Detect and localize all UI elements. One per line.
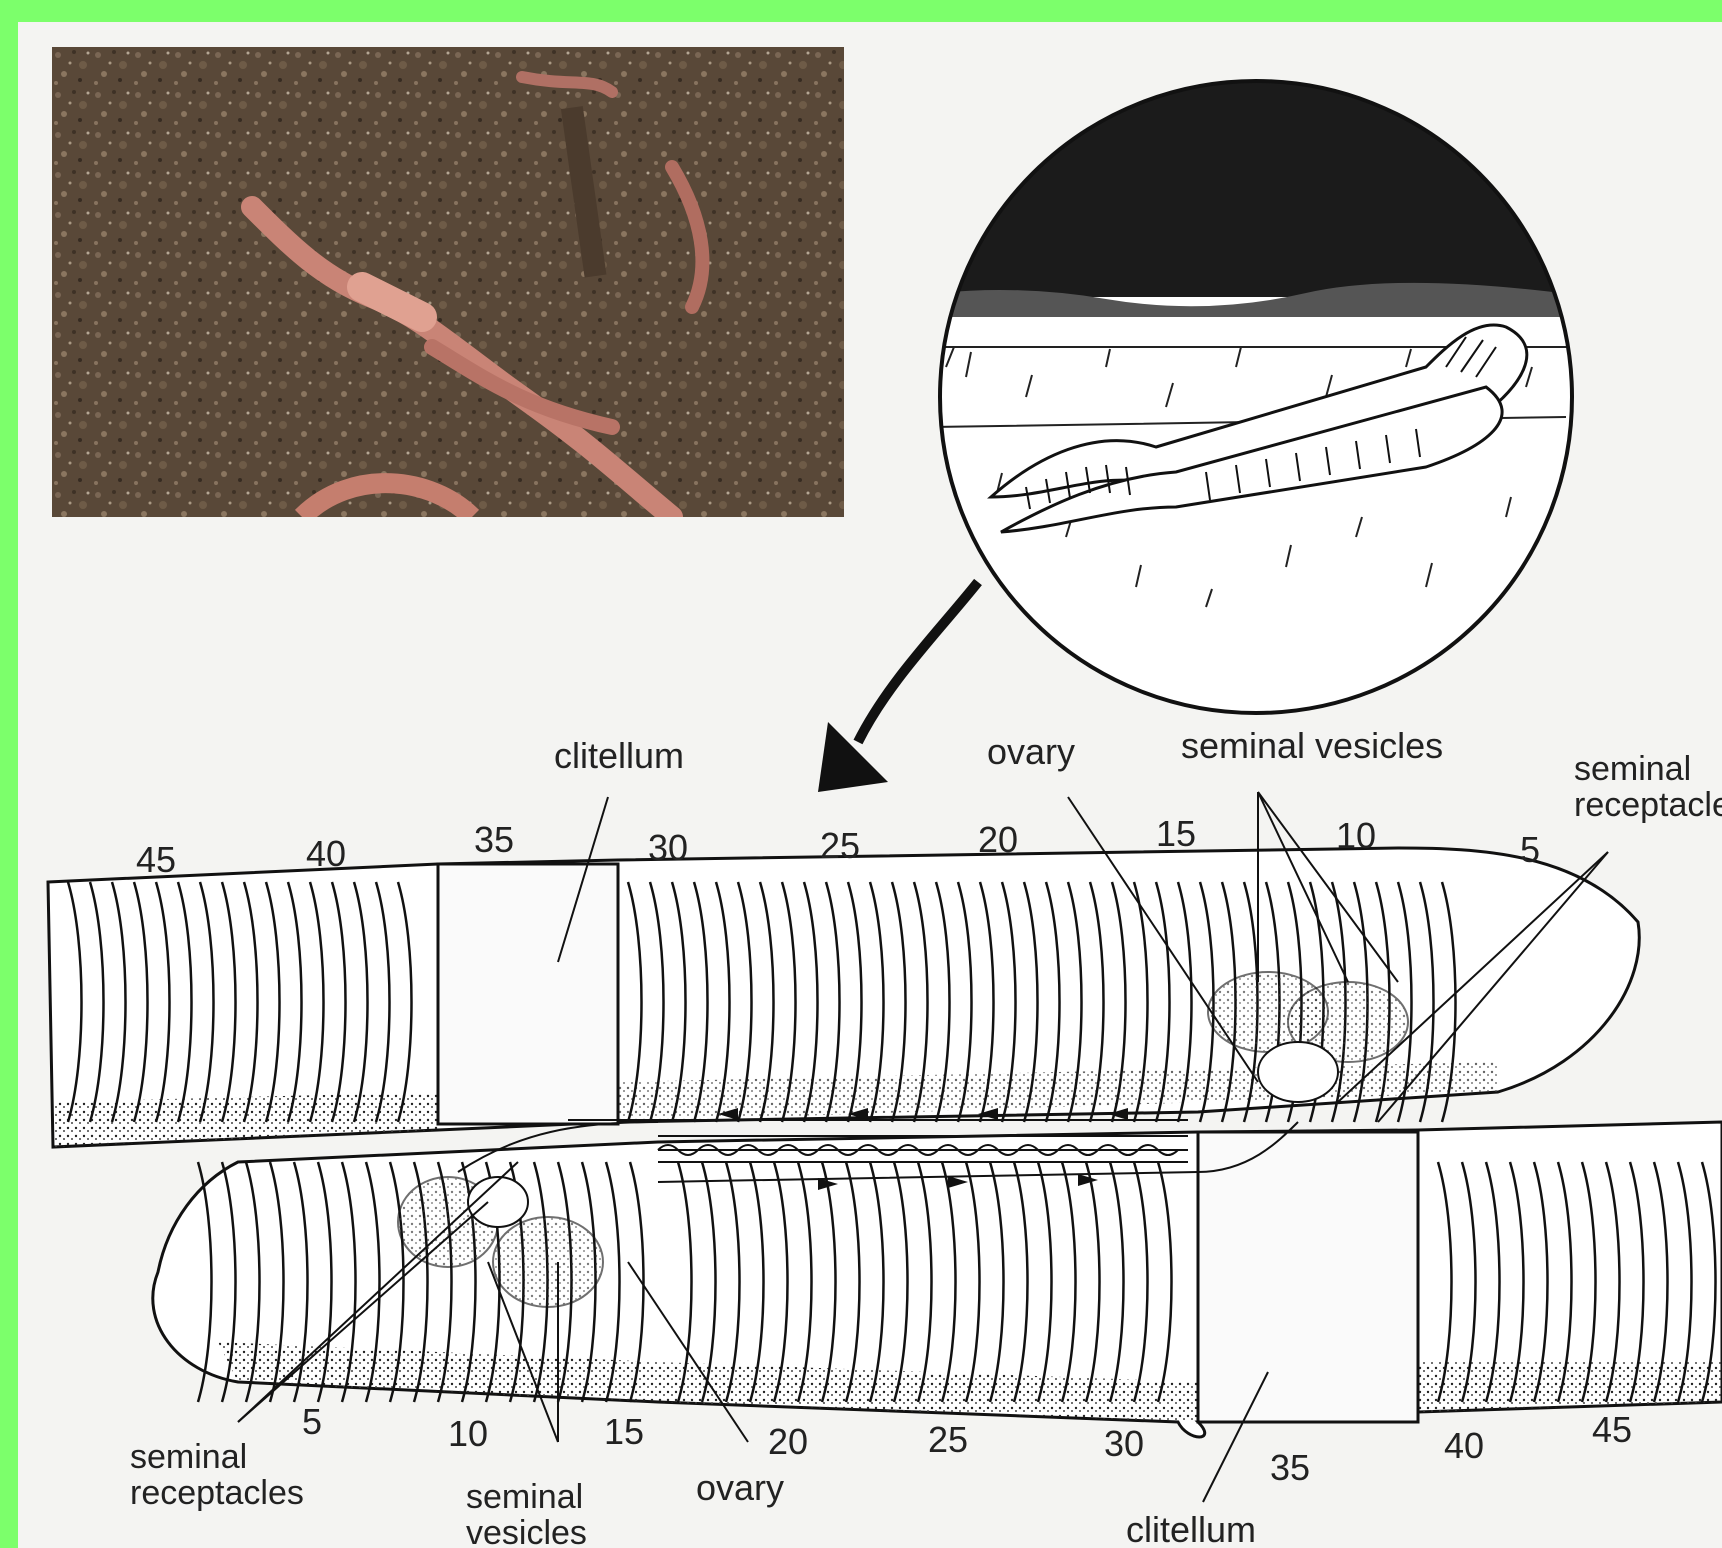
segment-number: 15: [604, 1414, 644, 1450]
segment-number: 15: [1156, 816, 1196, 852]
label-seminal-receptacles-bottom: seminal receptacles: [130, 1440, 304, 1511]
segment-number: 10: [448, 1416, 488, 1452]
segment-number: 35: [1270, 1450, 1310, 1486]
pointer-arrowhead: [818, 722, 888, 792]
segment-number: 20: [978, 822, 1018, 858]
segment-number: 10: [1336, 818, 1376, 854]
segment-number: 30: [1104, 1426, 1144, 1462]
top-worm: [48, 848, 1639, 1147]
segment-number: 25: [928, 1422, 968, 1458]
label-ovary-top: ovary: [987, 734, 1075, 770]
pointer-arrow: [858, 582, 978, 742]
segment-number: 5: [302, 1404, 322, 1440]
segment-number: 25: [820, 828, 860, 864]
segment-number: 35: [474, 822, 514, 858]
figure-frame: clitellum ovary seminal vesicles seminal…: [18, 22, 1722, 1548]
label-seminal-vesicles-top: seminal vesicles: [1181, 728, 1443, 764]
bottom-worm: [153, 1122, 1722, 1437]
segment-number: 30: [648, 830, 688, 866]
segment-number: 45: [136, 842, 176, 878]
segment-number: 5: [1520, 832, 1540, 868]
earthworm-anatomy-diagram: [18, 22, 1722, 1548]
label-ovary-bottom: ovary: [696, 1470, 784, 1506]
segment-number: 45: [1592, 1412, 1632, 1448]
segment-number: 20: [768, 1424, 808, 1460]
label-seminal-receptacle-top: seminal receptacle: [1574, 752, 1722, 823]
label-seminal-vesicles-bottom: seminal vesicles: [466, 1480, 587, 1548]
segment-number: 40: [306, 836, 346, 872]
label-clitellum-bottom: clitellum: [1126, 1512, 1256, 1548]
label-clitellum-top: clitellum: [554, 738, 684, 774]
segment-number: 40: [1444, 1428, 1484, 1464]
